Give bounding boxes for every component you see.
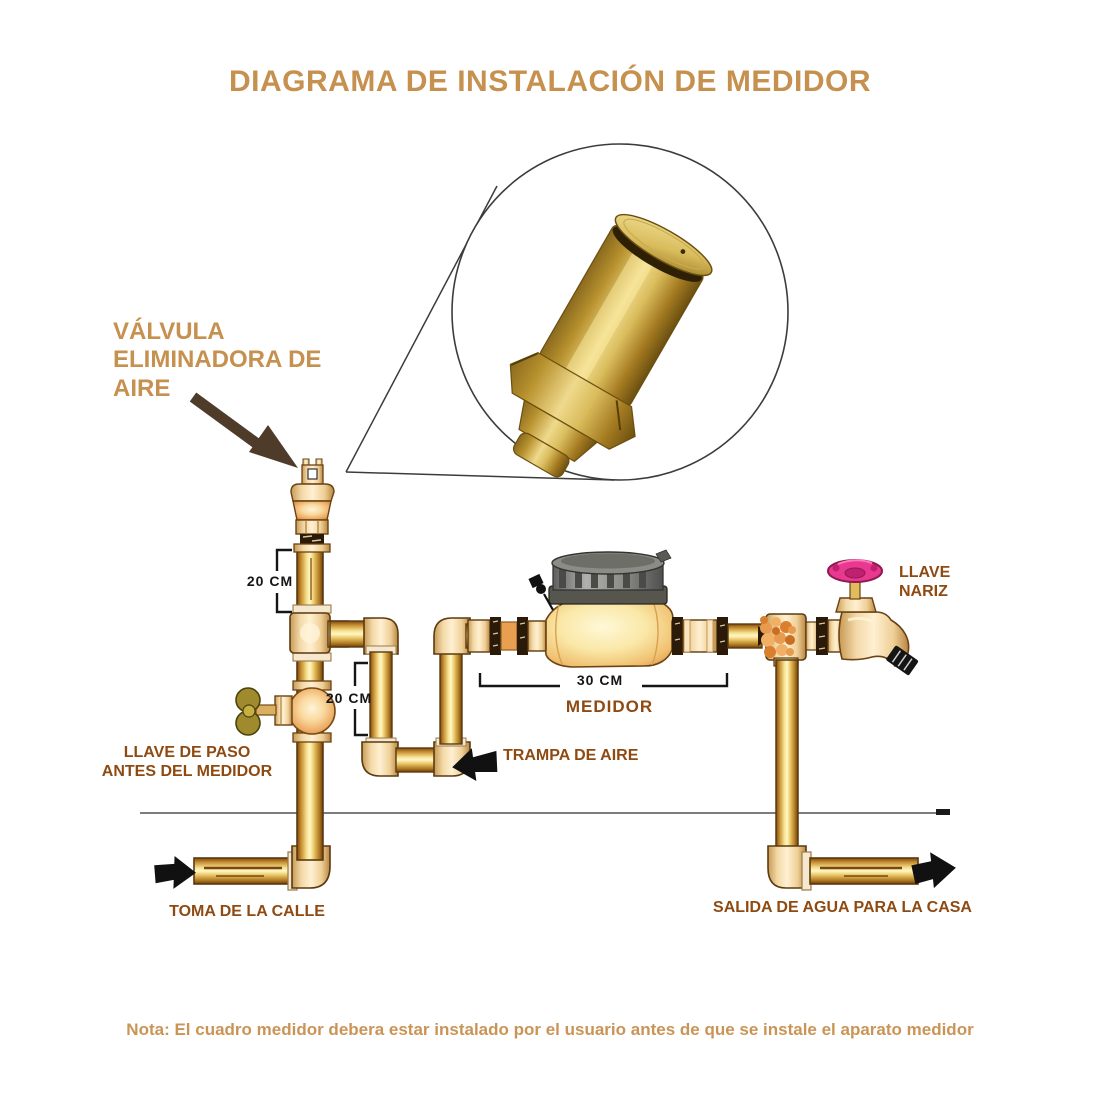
meter-seal-wire: [528, 573, 554, 611]
air-release-valve: [290, 458, 335, 553]
meter-dimension-label: 30 CM: [576, 672, 624, 688]
hemp-seal-texture: [760, 616, 796, 658]
riser-dimension-label: 20 CM: [246, 573, 294, 589]
page-title: DIAGRAMA DE INSTALACIÓN DE MEDIDOR: [229, 65, 871, 98]
ground-line: [140, 809, 950, 815]
hose-bib-label: LLAVE NARIZ: [899, 564, 951, 600]
water-meter-assembly: [467, 549, 773, 668]
air-release-valve-label: VÁLVULA ELIMINADORA DE AIRE: [113, 318, 322, 402]
house-outlet-pipe: [767, 659, 956, 891]
air-trap-label: TRAMPA DE AIRE: [503, 747, 639, 764]
dimension-brackets: [275, 548, 729, 737]
inlet-flow-arrow: [154, 855, 196, 889]
outlet-flow-arrow: [911, 852, 956, 889]
meter-register-cap: [548, 549, 672, 605]
meter-body: [545, 597, 674, 668]
house-outlet-label: SALIDA DE AGUA PARA LA CASA: [713, 899, 972, 916]
magnifier-callout: [345, 143, 789, 481]
outlet-tee-and-faucet: [760, 559, 919, 676]
hose-bib-faucet: [827, 559, 919, 676]
air-trap-pointer-arrow: [452, 748, 498, 781]
shutoff-valve: [235, 680, 336, 743]
shutoff-valve-label: LLAVE DE PASO ANTES DEL MEDIDOR: [101, 744, 273, 780]
street-inlet-label: TOMA DE LA CALLE: [169, 903, 325, 920]
shutoff-valve-wheel: [235, 687, 261, 736]
footnote: Nota: El cuadro medidor debera estar ins…: [126, 1020, 974, 1039]
air-trap: [329, 617, 481, 777]
meter-label: MEDIDOR: [565, 697, 654, 716]
trap-dimension-label: 20 CM: [325, 690, 373, 706]
magnified-air-valve-photo: [509, 213, 713, 478]
faucet-handle-pink: [827, 559, 883, 583]
faucet-threaded-tip: [886, 645, 919, 676]
air-valve-pointer-arrow: [189, 392, 298, 468]
